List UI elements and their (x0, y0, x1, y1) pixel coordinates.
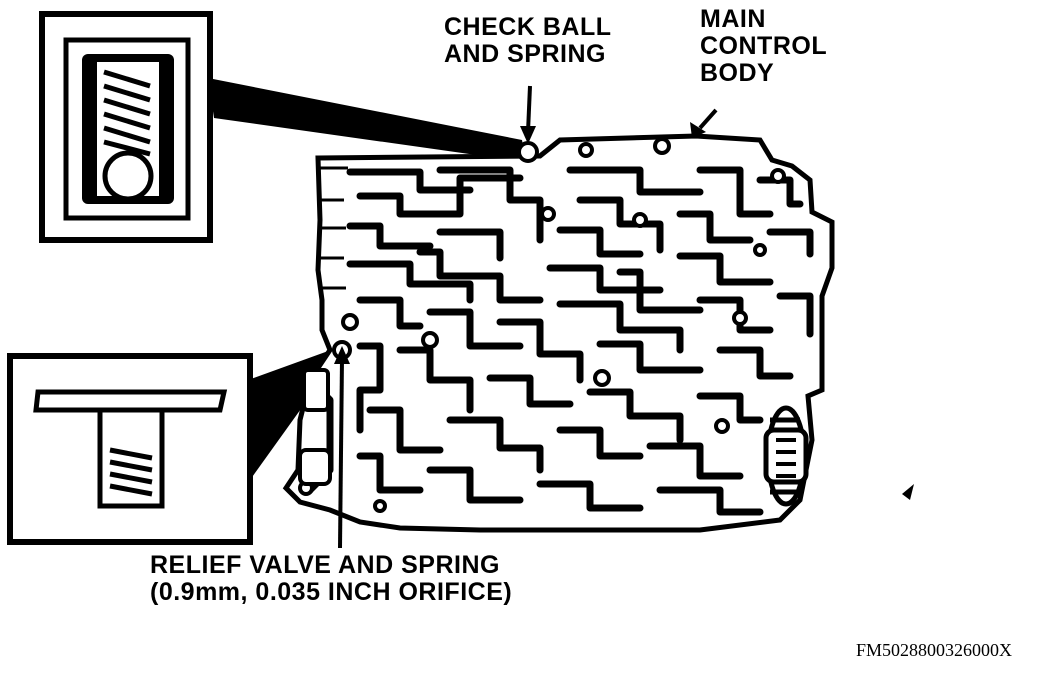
check-ball-label-line-2: AND SPRING (444, 40, 606, 68)
main-control-body-label-line-1: MAIN (700, 5, 766, 33)
right-side-valve-component (763, 405, 809, 507)
relief-valve-label: RELIEF VALVE AND SPRING (0.9mm, 0.035 IN… (150, 552, 512, 606)
stray-mark (902, 484, 914, 500)
relief-valve-label-line-2: (0.9mm, 0.035 INCH ORIFICE) (150, 578, 513, 606)
check-ball (102, 150, 154, 202)
check-ball-arrow (520, 85, 536, 144)
main-control-body-outline (282, 133, 835, 533)
figure-code: FM5028800326000X (856, 640, 1013, 660)
check-ball-label-line-1: CHECK BALL (444, 13, 612, 41)
relief-valve (298, 368, 332, 486)
relief-valve-label-line-1: RELIEF VALVE AND SPRING (150, 551, 500, 579)
main-control-body-arrow (690, 108, 718, 138)
bolt-holes (298, 137, 786, 513)
main-control-body-label: MAIN CONTROL BODY (700, 6, 827, 87)
main-control-body-label-line-3: BODY (700, 59, 775, 87)
check-ball-spring-coil (103, 69, 151, 157)
relief-valve-inset (7, 353, 253, 545)
relief-valve-spring-coil (109, 447, 153, 497)
fluid-passages (306, 166, 814, 516)
relief-valve-arrow (334, 346, 350, 549)
main-control-body (282, 133, 835, 533)
check-ball-leader-wedge (208, 78, 526, 162)
main-control-body-label-line-2: CONTROL (700, 32, 828, 60)
check-ball-label: CHECK BALL AND SPRING (444, 14, 612, 68)
check-ball-inset (39, 11, 213, 243)
